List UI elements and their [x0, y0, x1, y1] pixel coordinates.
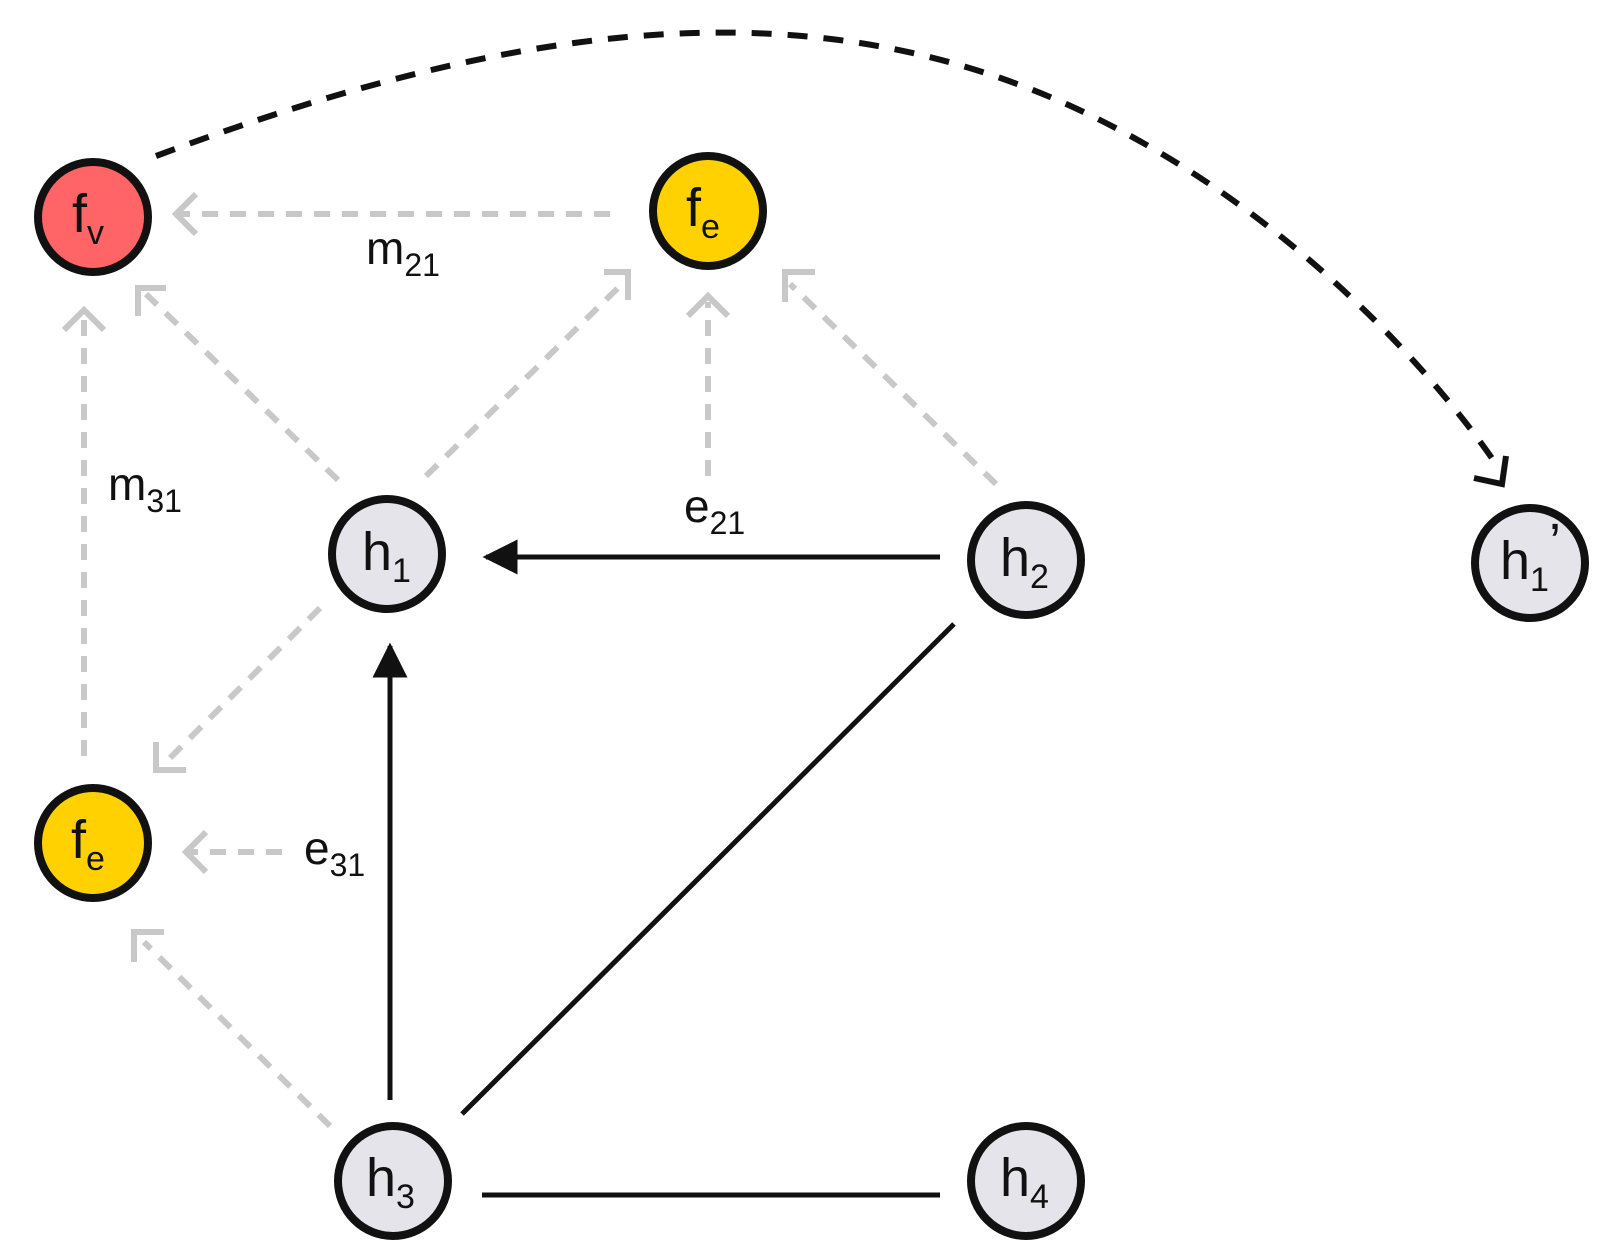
node-h1-prime-sub: 1 — [1530, 561, 1549, 599]
node-h4: h4 — [967, 1122, 1085, 1240]
node-fv-circle — [34, 158, 152, 276]
node-fv: fv — [34, 158, 152, 276]
svg-text:fv: fv — [72, 184, 104, 252]
node-h1-prime: h1’ — [1471, 504, 1589, 622]
message-arrow-h1-to-fe2 — [159, 605, 323, 769]
label-e21-main: e — [684, 480, 710, 532]
node-fv-sub: v — [87, 214, 104, 252]
arrow-head — [131, 929, 164, 962]
node-h1-prime-circle — [1471, 504, 1589, 622]
arrow-head — [685, 291, 731, 319]
node-h3-main: h — [366, 1148, 396, 1208]
svg-text:h1’: h1’ — [1500, 513, 1561, 599]
node-h1-sub: 1 — [392, 552, 411, 590]
node-h1: h1 — [328, 495, 446, 613]
node-fe-top-main: f — [686, 178, 702, 238]
label-m21: m21 — [366, 222, 440, 283]
svg-text:fe: fe — [686, 178, 720, 246]
label-e21-sub: 21 — [710, 505, 746, 541]
edge-h2-h3 — [460, 622, 956, 1116]
arrow-head — [181, 829, 209, 875]
arrow-head — [153, 742, 186, 773]
update-curve-fv-to-h1-prime — [154, 29, 1503, 472]
arrow-head — [135, 285, 166, 316]
label-e31-main: e — [304, 822, 330, 874]
node-h2-circle — [967, 501, 1085, 619]
svg-text:fe: fe — [71, 810, 105, 878]
message-arrow-h3-to-fe2 — [141, 939, 333, 1129]
label-e31: e31 — [304, 822, 365, 883]
node-h4-main: h — [1000, 1148, 1030, 1208]
node-fe-top: fe — [649, 152, 767, 270]
message-arrow-h2-to-fe1 — [787, 281, 999, 487]
arrow-head — [61, 305, 107, 333]
label-e21: e21 — [684, 480, 745, 541]
arrow-head — [782, 269, 815, 302]
node-fe-top-sub: e — [701, 208, 720, 246]
node-h3-sub: 3 — [396, 1178, 415, 1216]
label-m31-sub: 31 — [146, 483, 182, 519]
message-arrow-h1-to-fe1 — [423, 281, 625, 479]
node-fe-left-circle — [34, 784, 152, 902]
label-m31: m31 — [108, 458, 182, 519]
label-m31-main: m — [108, 458, 146, 510]
arrow-head — [171, 191, 199, 237]
node-h2-main: h — [1000, 528, 1030, 588]
graph-edges — [372, 539, 956, 1198]
node-h4-circle — [967, 1122, 1085, 1240]
node-h1-circle — [328, 495, 446, 613]
svg-text:h3: h3 — [366, 1148, 415, 1216]
label-m21-sub: 21 — [404, 247, 440, 283]
label-e31-sub: 31 — [330, 847, 366, 883]
node-h1-prime-mark: ’ — [1549, 513, 1561, 573]
svg-text:h1: h1 — [362, 522, 411, 590]
node-h3: h3 — [334, 1122, 452, 1240]
node-fe-left-sub: e — [86, 840, 105, 878]
message-arrows — [61, 191, 999, 1129]
node-h2: h2 — [967, 501, 1085, 619]
node-h4-sub: 4 — [1030, 1178, 1049, 1216]
node-h2-sub: 2 — [1030, 558, 1049, 596]
node-fe-top-circle — [649, 152, 767, 270]
node-fv-main: f — [72, 184, 88, 244]
node-fe-left-main: f — [71, 810, 87, 870]
svg-text:h4: h4 — [1000, 1148, 1049, 1216]
node-h3-circle — [334, 1122, 452, 1240]
arrow-head — [604, 269, 631, 300]
message-arrow-h1-to-fv — [143, 291, 341, 483]
label-m21-main: m — [366, 222, 404, 274]
node-h1-prime-main: h — [1500, 531, 1530, 591]
svg-text:h2: h2 — [1000, 528, 1049, 596]
update-curve-arrow-head — [1473, 455, 1509, 488]
node-fe-left: fe — [34, 784, 152, 902]
node-h1-main: h — [362, 522, 392, 582]
